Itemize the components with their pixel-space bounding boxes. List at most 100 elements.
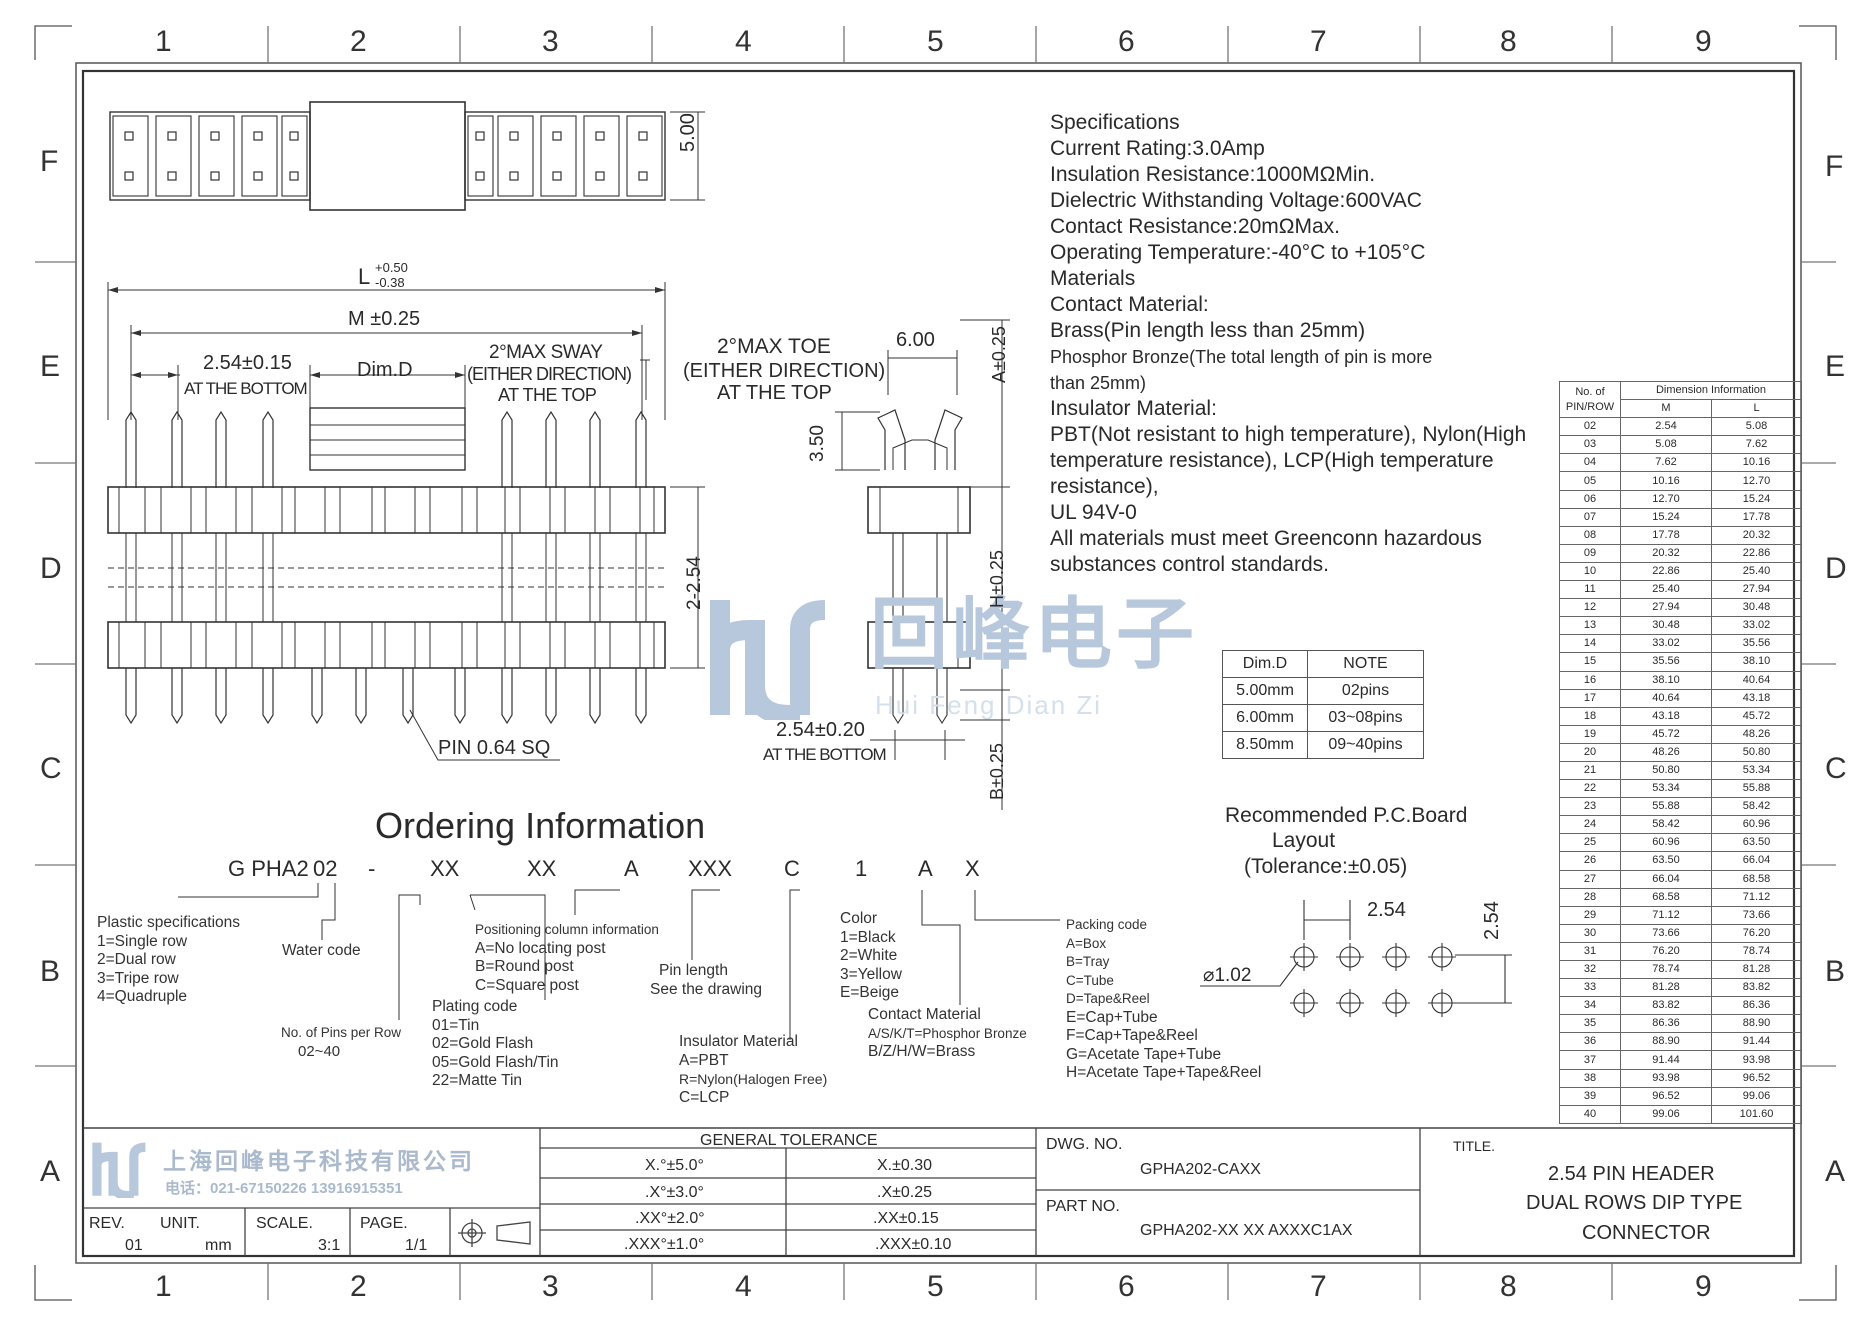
- grid-row-f: F: [1825, 150, 1844, 183]
- color-line: E=Beige: [840, 984, 900, 1001]
- dim-sway-3: AT THE TOP: [498, 385, 597, 405]
- pin-dimension-table: No. of PIN/ROW Dimension Information M L…: [1559, 380, 1802, 1124]
- pcb-title-3: (Tolerance:±0.05): [1244, 855, 1408, 878]
- plastic-line: 1=Single row: [97, 932, 188, 950]
- pin-count-cell: 07: [1559, 507, 1621, 527]
- unit-value: mm: [205, 1237, 232, 1254]
- spec-phosphor-2: than 25mm): [1050, 373, 1147, 393]
- pin-count-cell: 06: [1559, 489, 1621, 509]
- pin-count-cell: 10: [1559, 561, 1621, 582]
- pin-count-cell: 29: [1559, 905, 1621, 925]
- grid-col-7: 7: [1310, 1270, 1327, 1303]
- grid-col-1: 1: [155, 1270, 172, 1303]
- front-view: [107, 282, 705, 761]
- pins-line: No. of Pins per Row: [281, 1025, 402, 1040]
- grid-row-a: A: [40, 1155, 61, 1188]
- pin-count-cell: 19: [1559, 724, 1621, 744]
- pin-count-cell: 39: [1559, 1086, 1621, 1106]
- dim-l: L: [358, 264, 371, 289]
- spec-line: Contact Material:: [1050, 293, 1209, 316]
- m-value-cell: 30.48: [1620, 616, 1712, 636]
- packing-line: H=Acetate Tape+Tape&Reel: [1066, 1064, 1262, 1081]
- page-value: 1/1: [405, 1237, 428, 1254]
- m-value-cell: 50.80: [1620, 760, 1712, 781]
- pin-count-cell: 21: [1559, 760, 1621, 781]
- code-part: 1: [855, 856, 868, 881]
- pin-table-header-pinrow: PIN/ROW: [1565, 400, 1615, 413]
- spec-insulator: Insulator Material:: [1050, 397, 1217, 420]
- contact-line: A/S/K/T=Phosphor Bronze: [868, 1025, 1027, 1041]
- l-value-cell: 35.56: [1711, 634, 1802, 654]
- l-value-cell: 15.24: [1711, 489, 1802, 509]
- grid-col-1: 1: [155, 25, 172, 58]
- side-view: [835, 319, 1010, 810]
- spec-line: Specifications: [1050, 111, 1180, 134]
- grid-col-5: 5: [927, 1270, 944, 1303]
- dim-toe-1: 2°MAX TOE: [717, 335, 831, 358]
- rev-value: 01: [125, 1237, 143, 1254]
- dim-sway-1: 2°MAX SWAY: [489, 342, 603, 363]
- code-part: A: [624, 856, 639, 881]
- plastic-line: Plastic specifications: [97, 914, 241, 931]
- m-value-cell: 48.26: [1620, 742, 1712, 762]
- water-code: Water code: [282, 942, 361, 959]
- plastic-line: 4=Quadruple: [97, 988, 188, 1005]
- l-value-cell: 25.40: [1711, 561, 1802, 582]
- l-value-cell: 88.90: [1711, 1014, 1802, 1034]
- pcb-layout: [1200, 900, 1512, 1017]
- code-part: XX: [430, 856, 460, 881]
- insulator-line: Insulator Material: [679, 1033, 798, 1050]
- grid-row-e: E: [40, 350, 61, 383]
- pin-count-cell: 12: [1559, 598, 1621, 618]
- contact-line: Contact Material: [868, 1006, 981, 1023]
- title-label: TITLE.: [1453, 1138, 1496, 1154]
- positioning-line: A=No locating post: [475, 939, 606, 957]
- dim-toe-3: AT THE TOP: [717, 382, 832, 404]
- packing-line: C=Tube: [1066, 972, 1114, 988]
- pin-length-line: Pin length: [659, 962, 728, 979]
- grid-row-e: E: [1825, 350, 1846, 383]
- spec-line: Operating Temperature:-40°C to +105°C: [1050, 241, 1426, 264]
- pcb-pitch-v: 2.54: [1481, 901, 1503, 940]
- l-value-cell: 30.48: [1711, 598, 1802, 618]
- l-value-cell: 20.32: [1711, 525, 1802, 545]
- code-part: -: [368, 856, 376, 881]
- l-value-cell: 78.74: [1711, 941, 1802, 962]
- m-value-cell: 99.06: [1620, 1104, 1712, 1124]
- title-line-1: 2.54 PIN HEADER: [1548, 1163, 1715, 1185]
- pcb-pitch-h: 2.54: [1367, 899, 1406, 921]
- plastic-spec: Plastic specifications 1=Single row 2=Du…: [97, 914, 240, 1007]
- pin-count-cell: 11: [1559, 580, 1621, 600]
- dim-pitch: 2.54±0.15: [203, 352, 292, 374]
- scale-value: 3:1: [318, 1237, 341, 1254]
- code-part: X: [965, 856, 980, 881]
- positioning-line: B=Round post: [475, 958, 574, 975]
- pin-count-cell: 35: [1559, 1014, 1621, 1034]
- color-line: 3=Yellow: [840, 965, 902, 983]
- code-part: XXX: [688, 856, 733, 881]
- spec-phosphor-1: Phosphor Bronze(The total length of pin …: [1050, 347, 1433, 367]
- l-value-cell: 48.26: [1711, 724, 1802, 744]
- insulator-material: Insulator Material A=PBT R=Nylon(Halogen…: [679, 1033, 827, 1107]
- m-value-cell: 78.74: [1620, 959, 1712, 980]
- grid-col-5: 5: [927, 25, 944, 58]
- pin-count-cell: 34: [1559, 996, 1621, 1016]
- m-value-cell: 60.96: [1620, 833, 1712, 853]
- spec-line: Brass(Pin length less than 25mm): [1050, 319, 1366, 342]
- packing-line: B=Tray: [1066, 954, 1110, 969]
- plating-line: 02=Gold Flash: [432, 1035, 534, 1052]
- l-value-cell: 81.28: [1711, 959, 1802, 980]
- pin-count-cell: 36: [1559, 1032, 1621, 1052]
- plating-line: 05=Gold Flash/Tin: [432, 1053, 559, 1071]
- grid-row-d: D: [1825, 552, 1847, 585]
